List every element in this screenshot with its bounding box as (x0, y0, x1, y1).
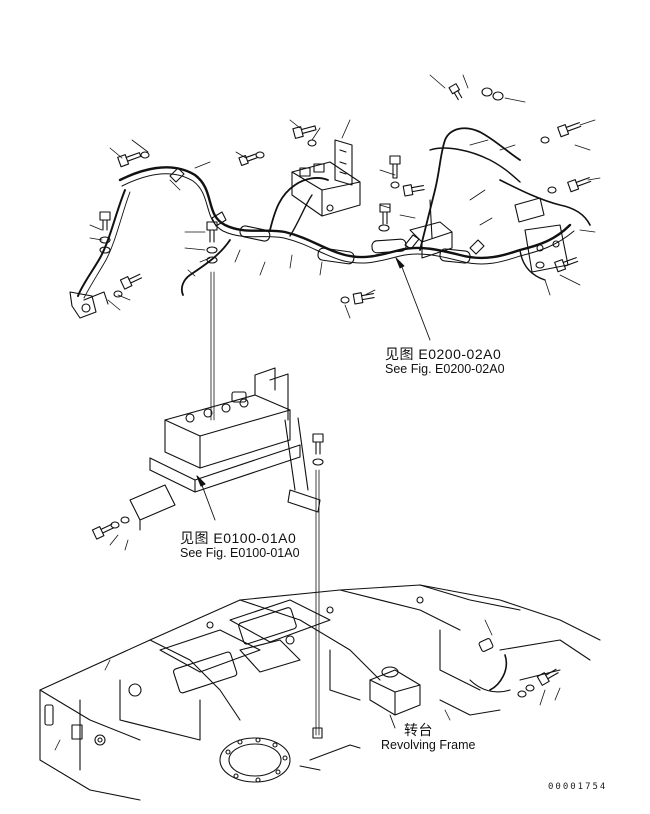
fasteners-upper (99, 83, 592, 305)
upper-harness-ref-en: See Fig. E0200-02A0 (385, 362, 505, 376)
upper-harness-ref-cn: 见图 E0200-02A0 (385, 346, 502, 362)
frame-label-en: Revolving Frame (381, 738, 476, 752)
battery-ref-cn: 见图 E0100-01A0 (180, 530, 297, 546)
callout-leader-upper (395, 257, 431, 341)
ground-cable (312, 469, 323, 739)
harness-bracket-right (409, 197, 569, 273)
frame-label-cn: 转台 (404, 722, 433, 738)
upper-wiring-harness (69, 127, 591, 319)
battery-ref-en: See Fig. E0100-01A0 (180, 546, 300, 560)
battery-assembly (91, 271, 324, 551)
relay-box (291, 139, 361, 217)
revolving-frame (39, 584, 601, 801)
document-number: 00001754 (548, 782, 608, 792)
leader-lines-upper (89, 74, 601, 319)
